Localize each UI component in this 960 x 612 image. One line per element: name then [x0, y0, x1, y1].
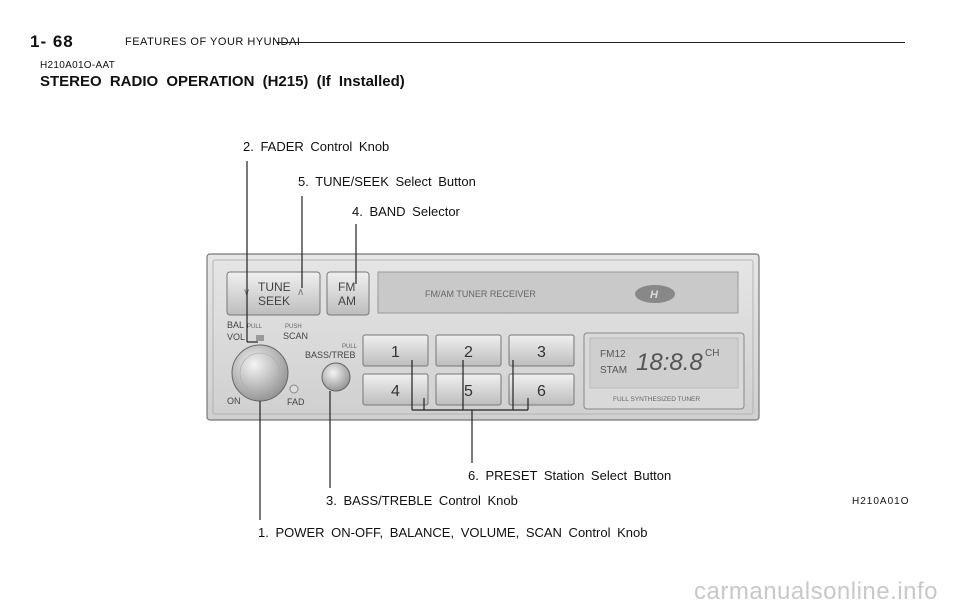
power-volume-knob[interactable]: [231, 344, 289, 402]
hyundai-logo-icon: H: [635, 285, 675, 303]
pull-label-2: PULL: [342, 344, 358, 350]
header-rule: [277, 42, 905, 43]
svg-text:2: 2: [464, 344, 473, 361]
svg-text:∧: ∧: [297, 287, 304, 298]
display-ch: CH: [705, 348, 719, 359]
am-label: AM: [338, 294, 356, 308]
bal-label: BAL: [227, 320, 244, 330]
preset-button-3[interactable]: 3: [508, 334, 575, 367]
tune-seek-button[interactable]: ∨ ∧ TUNE SEEK: [226, 271, 321, 316]
fad-indicator: [289, 384, 299, 394]
on-label: ON: [227, 396, 241, 406]
fm-label: FM: [338, 280, 355, 294]
tuner-strip-label: FM/AM TUNER RECEIVER: [425, 289, 536, 299]
page-number: 1- 68: [30, 32, 74, 51]
section-title: STEREO RADIO OPERATION (H215) (If Instal…: [40, 73, 405, 90]
push-label: PUSH: [285, 324, 302, 330]
preset-button-1[interactable]: 1: [362, 334, 429, 367]
svg-text:5: 5: [464, 383, 473, 400]
svg-text:4: 4: [391, 383, 400, 400]
display-footer: FULL SYNTHESIZED TUNER: [613, 396, 700, 403]
callout-fader: 2. FADER Control Knob: [243, 139, 390, 154]
section-code: H210A01O-AAT: [40, 60, 116, 71]
svg-text:H: H: [650, 289, 659, 301]
tune-label: TUNE: [258, 280, 291, 294]
callout-band: 4. BAND Selector: [352, 204, 460, 219]
watermark: carmanualsonline.info: [694, 578, 938, 605]
preset-button-2[interactable]: 2: [435, 334, 502, 367]
pull-label: PULL: [247, 324, 263, 330]
leader-lines: [246, 161, 529, 520]
vol-indicator: [256, 335, 264, 341]
fad-label: FAD: [287, 397, 305, 407]
running-title: FEATURES OF YOUR HYUNDAI: [125, 36, 301, 48]
svg-text:3: 3: [537, 344, 546, 361]
preset-button-5[interactable]: 5: [435, 373, 502, 406]
callout-bass-treble: 3. BASS/TREBLE Control Knob: [326, 493, 518, 508]
seek-label: SEEK: [258, 294, 290, 308]
tuner-strip: [377, 271, 739, 314]
callout-tune-seek: 5. TUNE/SEEK Select Button: [298, 174, 476, 189]
display-band: FM12: [600, 349, 626, 360]
preset-button-4[interactable]: 4: [362, 373, 429, 406]
bass-treb-label: BASS/TREB: [305, 350, 356, 360]
band-selector-button[interactable]: FM AM: [326, 271, 370, 316]
display-stm: STAM: [600, 365, 627, 376]
lcd-display: FM12 STAM 18:8.8 CH FULL SYNTHESIZED TUN…: [583, 332, 745, 410]
display-digits: 18:8.8: [636, 349, 703, 376]
figure-code: H210A01O: [852, 496, 910, 507]
svg-text:6: 6: [537, 383, 546, 400]
callout-preset: 6. PRESET Station Select Button: [468, 468, 672, 483]
preset-button-6[interactable]: 6: [508, 373, 575, 406]
vol-label: VOL: [227, 332, 245, 342]
callout-power: 1. POWER ON-OFF, BALANCE, VOLUME, SCAN C…: [258, 525, 648, 540]
scan-label: SCAN: [283, 331, 308, 341]
bass-treble-knob[interactable]: [321, 362, 351, 392]
svg-text:1: 1: [391, 344, 400, 361]
